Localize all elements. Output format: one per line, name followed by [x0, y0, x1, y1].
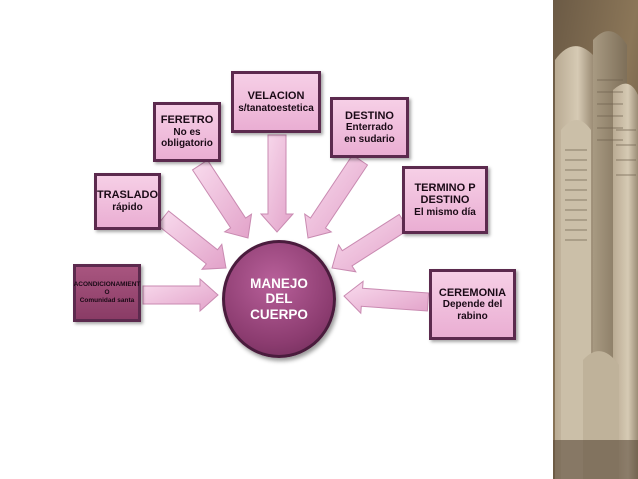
node-velacion-title: VELACION [247, 89, 305, 102]
node-acondicionamiento-title: ACONDICIONAMIENT O [73, 281, 141, 297]
node-acondicionamiento: ACONDICIONAMIENT O Comunidad santa [73, 264, 141, 322]
arrow-velacion [259, 134, 295, 233]
node-traslado-sub: rápido [112, 202, 143, 214]
center-line-2: DEL [265, 291, 293, 307]
arrow-acond [142, 277, 219, 313]
arrow-feretro [191, 159, 253, 239]
node-traslado: TRASLADO rápido [94, 173, 161, 230]
center-line-1: MANEJO [250, 275, 308, 291]
node-velacion-sub: s/tanatoestetica [238, 102, 314, 114]
node-feretro-sub: No es obligatorio [161, 126, 213, 150]
node-destino-sub: Enterrado en sudario [344, 122, 395, 145]
node-feretro: FERETRO No es obligatorio [153, 102, 221, 162]
node-destino-title: DESTINO [345, 109, 394, 122]
arrow-ceremonia [343, 280, 430, 315]
node-velacion: VELACION s/tanatoestetica [231, 71, 321, 133]
node-destino: DESTINO Enterrado en sudario [330, 97, 409, 158]
center-line-3: CUERPO [250, 306, 308, 322]
node-ceremonia-title: CEREMONIA [438, 286, 507, 299]
arrow-termino [331, 213, 410, 273]
arrow-traslado [156, 210, 227, 270]
node-ceremonia: CEREMONIA Depende del rabino [429, 269, 516, 340]
cemetery-photo [553, 0, 638, 479]
node-acondicionamiento-sub: Comunidad santa [79, 296, 135, 304]
center-manejo-del-cuerpo: MANEJO DEL CUERPO [222, 240, 336, 358]
node-ceremonia-sub: Depende del rabino [442, 299, 503, 322]
node-termino-sub: El mismo día [414, 206, 476, 218]
node-traslado-title: TRASLADO [96, 189, 159, 202]
arrow-destino [304, 154, 369, 239]
node-termino-title: TERMINO P DESTINO [414, 181, 476, 207]
node-termino: TERMINO P DESTINO El mismo día [402, 166, 488, 234]
node-feretro-title: FERETRO [160, 114, 214, 127]
